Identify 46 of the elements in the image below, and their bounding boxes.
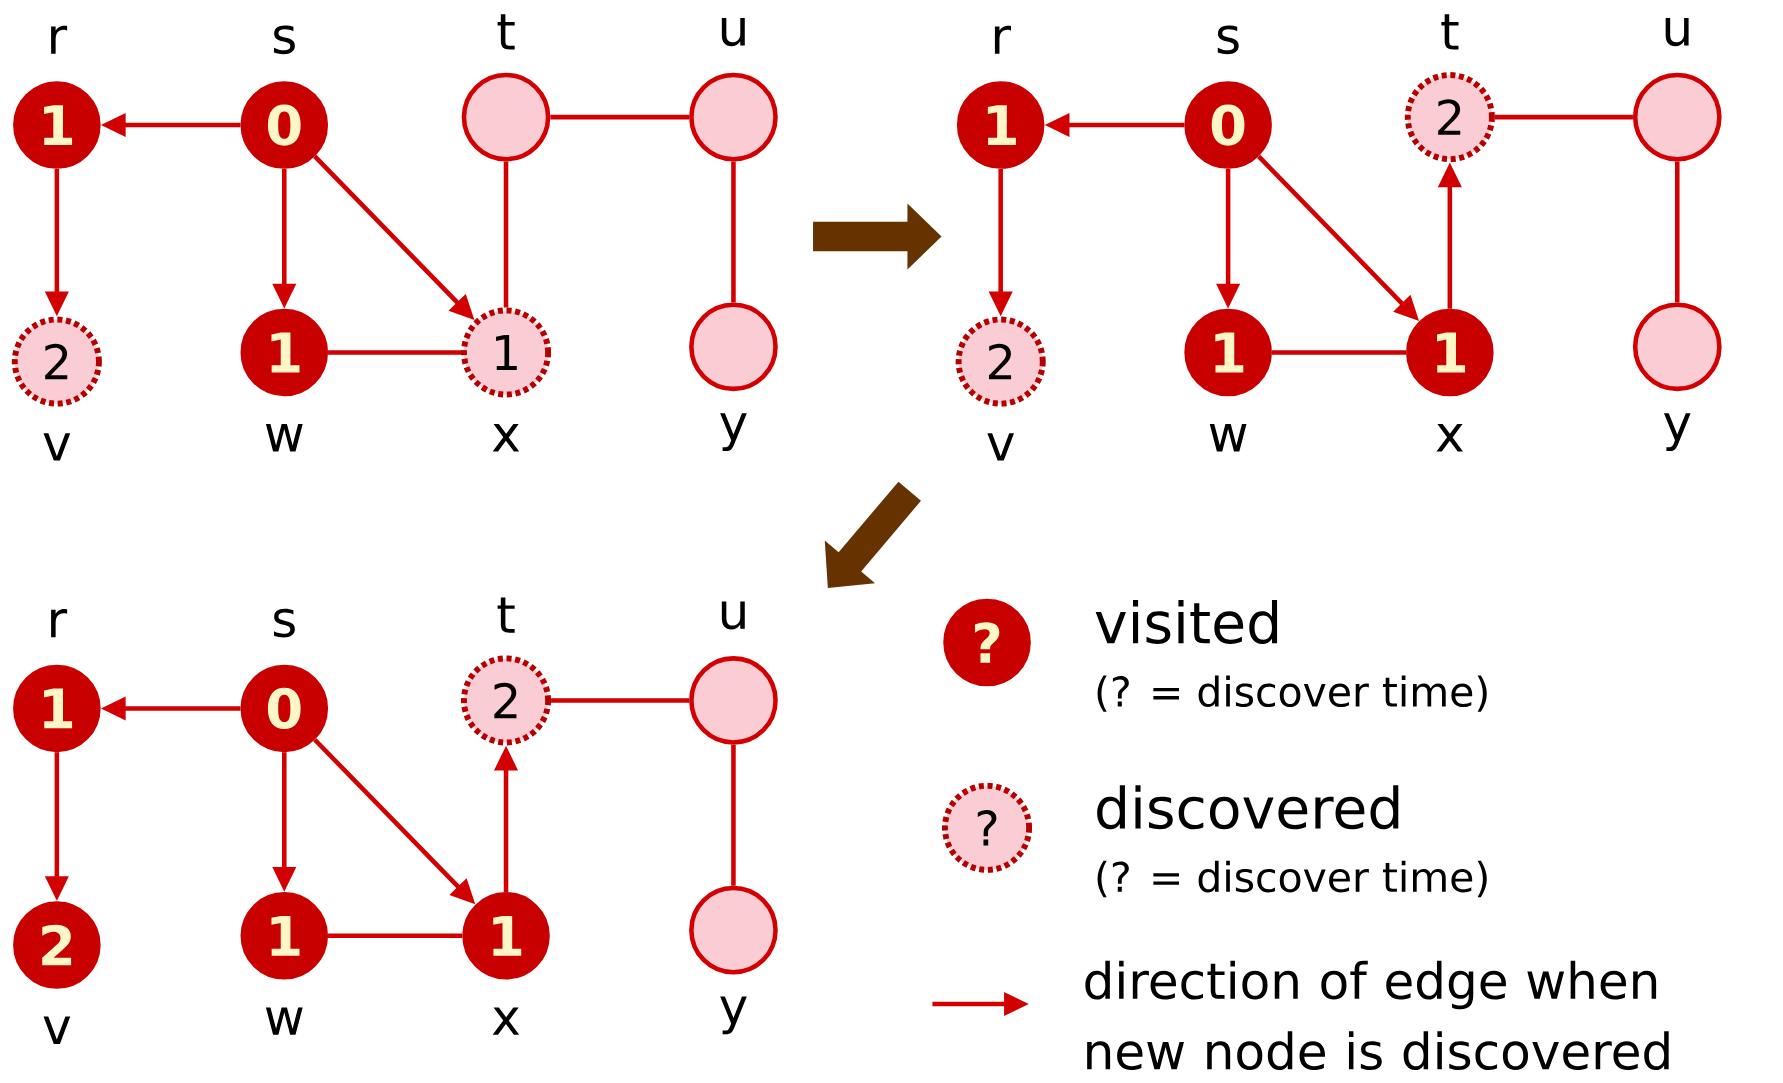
vertex-name: x bbox=[1436, 424, 1463, 452]
edge-line bbox=[1271, 350, 1407, 355]
edge-line bbox=[550, 115, 690, 120]
vertex-name: r bbox=[51, 26, 68, 55]
vertex-name: v bbox=[43, 433, 71, 461]
edge-line bbox=[551, 698, 690, 703]
vertex-name: y bbox=[720, 413, 747, 452]
legend-text: visited bbox=[1095, 600, 1278, 645]
edge-line bbox=[328, 933, 463, 939]
vertex-name: v bbox=[987, 433, 1014, 461]
vertex-circle bbox=[461, 73, 551, 162]
vertex-circle bbox=[1632, 73, 1722, 162]
vertex-name: v bbox=[43, 1016, 71, 1045]
vertex-circle bbox=[689, 73, 778, 162]
legend-text: (? = discover time) bbox=[1097, 860, 1487, 898]
vertex-name: y bbox=[1663, 413, 1691, 452]
vertex-name: t bbox=[497, 14, 515, 50]
vertex-name: u bbox=[721, 17, 745, 47]
vertex-name: w bbox=[265, 424, 303, 452]
vertex-name: u bbox=[1665, 17, 1689, 47]
vertex-circle bbox=[689, 886, 778, 975]
vertex-name: r bbox=[51, 609, 68, 638]
vertex-name: s bbox=[1217, 25, 1239, 55]
vertex-name: x bbox=[492, 424, 520, 452]
vertex-name: t bbox=[497, 597, 515, 633]
vertex-name: u bbox=[721, 601, 745, 630]
vertex-name: x bbox=[492, 1007, 520, 1036]
edge-line bbox=[731, 161, 736, 303]
vertex-name: t bbox=[1441, 14, 1459, 50]
vertex-name: r bbox=[994, 26, 1011, 55]
edge-line bbox=[1675, 161, 1680, 303]
vertex-name: w bbox=[265, 1007, 303, 1036]
vertex-circle bbox=[1632, 302, 1722, 392]
edge-line bbox=[503, 161, 509, 308]
edge-line bbox=[328, 350, 461, 355]
vertex-circle bbox=[689, 302, 778, 392]
vertex-circle bbox=[689, 656, 778, 746]
legend-text: direction of edge when new node is discovered bbox=[1085, 961, 1669, 1071]
vertex-name: w bbox=[1209, 424, 1247, 452]
vertex-name: s bbox=[273, 609, 295, 638]
vertex-name: s bbox=[273, 25, 295, 55]
legend-text: discovered bbox=[1097, 785, 1399, 830]
edge-line bbox=[1494, 115, 1633, 120]
edge-line bbox=[731, 745, 736, 887]
legend-text: (? = discover time) bbox=[1097, 675, 1487, 713]
vertex-name: y bbox=[720, 996, 747, 1035]
